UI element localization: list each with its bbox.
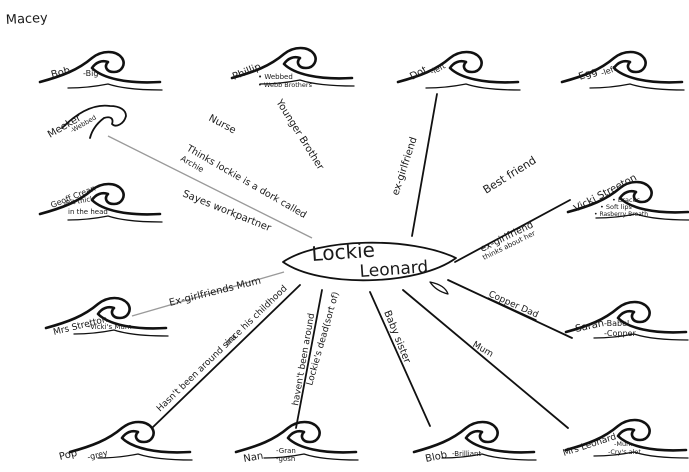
- label-baby-sister: Baby sister: [381, 309, 412, 366]
- wave-node-mrs-stretton: Mrs Stretton -Vicki's Mum: [46, 298, 168, 338]
- label-younger-brother: Younger Brother: [273, 97, 326, 173]
- wave-note: • Webb Brothers: [258, 81, 313, 89]
- wave-node-pop: Pop -grey: [58, 422, 192, 463]
- connector-meeker: [108, 136, 312, 238]
- wave-note: • Rasberry Breath: [594, 211, 648, 218]
- wave-note: in the head: [68, 208, 108, 216]
- connector-dot: [412, 94, 437, 236]
- wave-name: Pop: [58, 448, 78, 463]
- label-copper-dad: Copper Dad: [487, 290, 540, 321]
- wave-note: -Cry's alot: [608, 448, 641, 456]
- wave-node-egg: Egg -left: [562, 52, 684, 90]
- center-surfboard: Lockie Leonard: [283, 238, 456, 294]
- wave-name: Egg: [577, 66, 599, 83]
- wave-note: -Copper: [604, 329, 636, 338]
- wave-node-nan: Nan -Gran -gosh: [236, 422, 358, 465]
- wave-node-dot: Dot -left: [398, 52, 520, 90]
- wave-node-sarah: Sarah -Babel -Copper: [566, 302, 688, 340]
- label-best-friend: Best friend: [481, 154, 539, 197]
- wave-note: -Babel: [604, 319, 629, 328]
- center-title-last: Leonard: [359, 257, 429, 282]
- wave-name: Nan: [243, 451, 265, 465]
- wave-note: -Big: [83, 69, 98, 78]
- wave-node-vicki: Vicki Streeton • Braces • Soft lips • Ra…: [568, 172, 689, 220]
- wave-name: Blob: [424, 450, 448, 465]
- wave-node-bob: Bob -Big: [40, 52, 162, 90]
- wave-node-meeker: Meeker -Webbed: [46, 106, 126, 141]
- wave-note: • Soft lips: [600, 203, 633, 211]
- wave-node-geoff: Geoff Crean -Bit thick in the head: [40, 184, 162, 222]
- label-ex-girlfriends-mum: Ex-girlfriends Mum: [168, 275, 262, 308]
- wave-name: Sarah: [574, 318, 605, 335]
- wave-note: -Brilliant: [452, 450, 481, 458]
- wave-name: Bob: [50, 65, 72, 81]
- label-ex-girlfriend-dot: ex-girlfriend: [390, 136, 419, 197]
- label-nurse: Nurse: [207, 113, 238, 136]
- wave-note: -Mum: [614, 440, 632, 448]
- wave-node-phillip: Phillip • Webbed • Webb Brothers: [231, 48, 354, 89]
- connector-mrs-leonard: [403, 290, 568, 428]
- wave-node-mrs-leonard: Mrs Leonard -Mum -Cry's alot: [562, 420, 688, 459]
- label-thinks-dork: Thinks lockie is a dork called: [184, 143, 309, 221]
- wave-note: • Webbed: [258, 73, 293, 81]
- wave-name: Dot: [408, 65, 429, 83]
- wave-note: -gosh: [276, 455, 295, 463]
- wave-note: -Vicki's Mum: [88, 323, 132, 331]
- wave-node-blob: Blob -Brilliant: [414, 422, 536, 465]
- wave-note: -Gran: [276, 447, 296, 455]
- author-name: Macey: [5, 11, 48, 28]
- wave-note: -grey: [86, 448, 109, 462]
